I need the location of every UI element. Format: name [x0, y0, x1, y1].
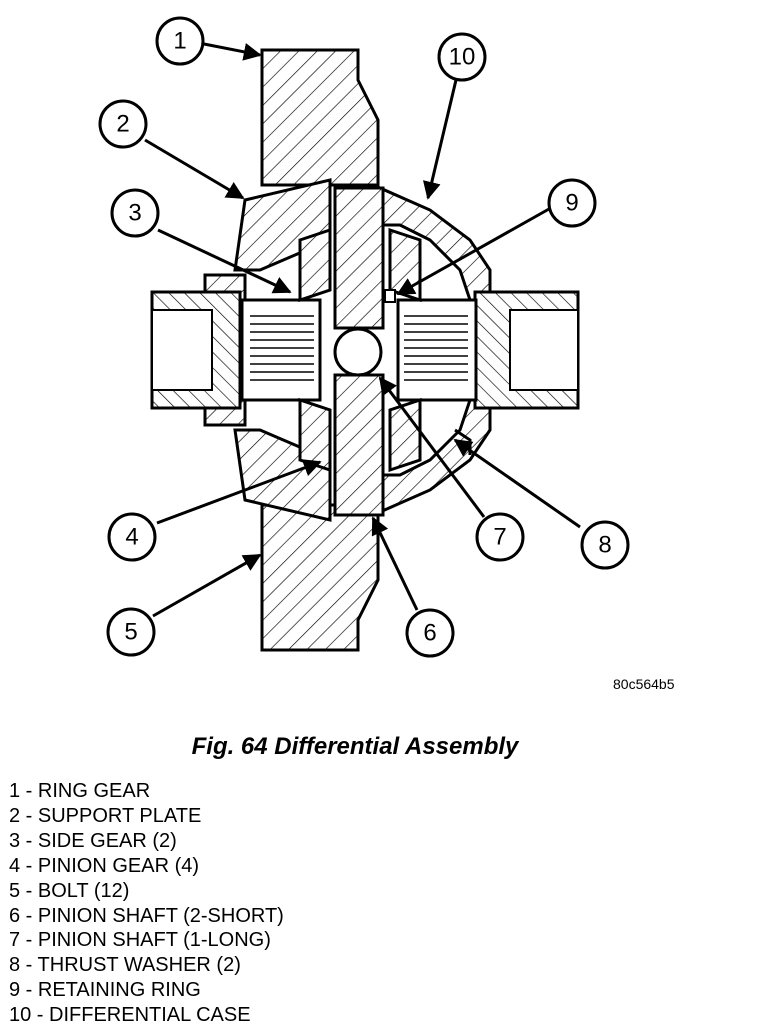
- legend-item: 8 - THRUST WASHER (2): [9, 954, 241, 977]
- legend-item: 7 - PINION SHAFT (1-LONG): [9, 929, 271, 952]
- legend-item: 9 - RETAINING RING: [9, 979, 201, 1002]
- leader-lines: [144, 42, 581, 618]
- pinion-shafts-short: [333, 186, 385, 517]
- callout-numbers: 1 2 3 4 5 6 7 8 9 10: [116, 28, 611, 647]
- figure-code: 80c564b5: [613, 676, 675, 692]
- axle-bores: [151, 309, 579, 391]
- callout-6: 6: [423, 620, 436, 647]
- callout-8: 8: [598, 532, 611, 559]
- callout-2: 2: [116, 111, 129, 138]
- callout-1: 1: [173, 28, 186, 55]
- pinion-shaft-long: [333, 327, 383, 377]
- callout-4: 4: [125, 524, 138, 551]
- callout-9: 9: [565, 190, 578, 217]
- legend-item: 4 - PINION GEAR (4): [9, 854, 200, 877]
- legend-item: 2 - SUPPORT PLATE: [9, 804, 202, 827]
- ring-gear: [260, 48, 380, 652]
- parts-legend: 1 - RING GEAR 2 - SUPPORT PLATE 3 - SIDE…: [9, 779, 284, 1028]
- callout-10: 10: [449, 44, 476, 71]
- retaining-ring: [384, 289, 396, 303]
- figure-caption: Fig. 64 Differential Assembly: [191, 733, 519, 760]
- legend-item: 3 - SIDE GEAR (2): [9, 829, 177, 852]
- callout-circles: [98, 16, 630, 658]
- legend-item: 6 - PINION SHAFT (2-SHORT): [9, 904, 284, 927]
- legend-item: 10 - DIFFERENTIAL CASE: [9, 1004, 251, 1027]
- callout-7: 7: [493, 524, 506, 551]
- callout-5: 5: [124, 619, 137, 646]
- legend-item: 1 - RING GEAR: [9, 780, 151, 802]
- callout-3: 3: [128, 200, 141, 227]
- differential-assembly-diagram: 1 2 3 4 5 6 7 8 9 10: [98, 16, 630, 658]
- side-gear-splines: [250, 315, 468, 381]
- legend-item: 5 - BOLT (12): [9, 879, 130, 902]
